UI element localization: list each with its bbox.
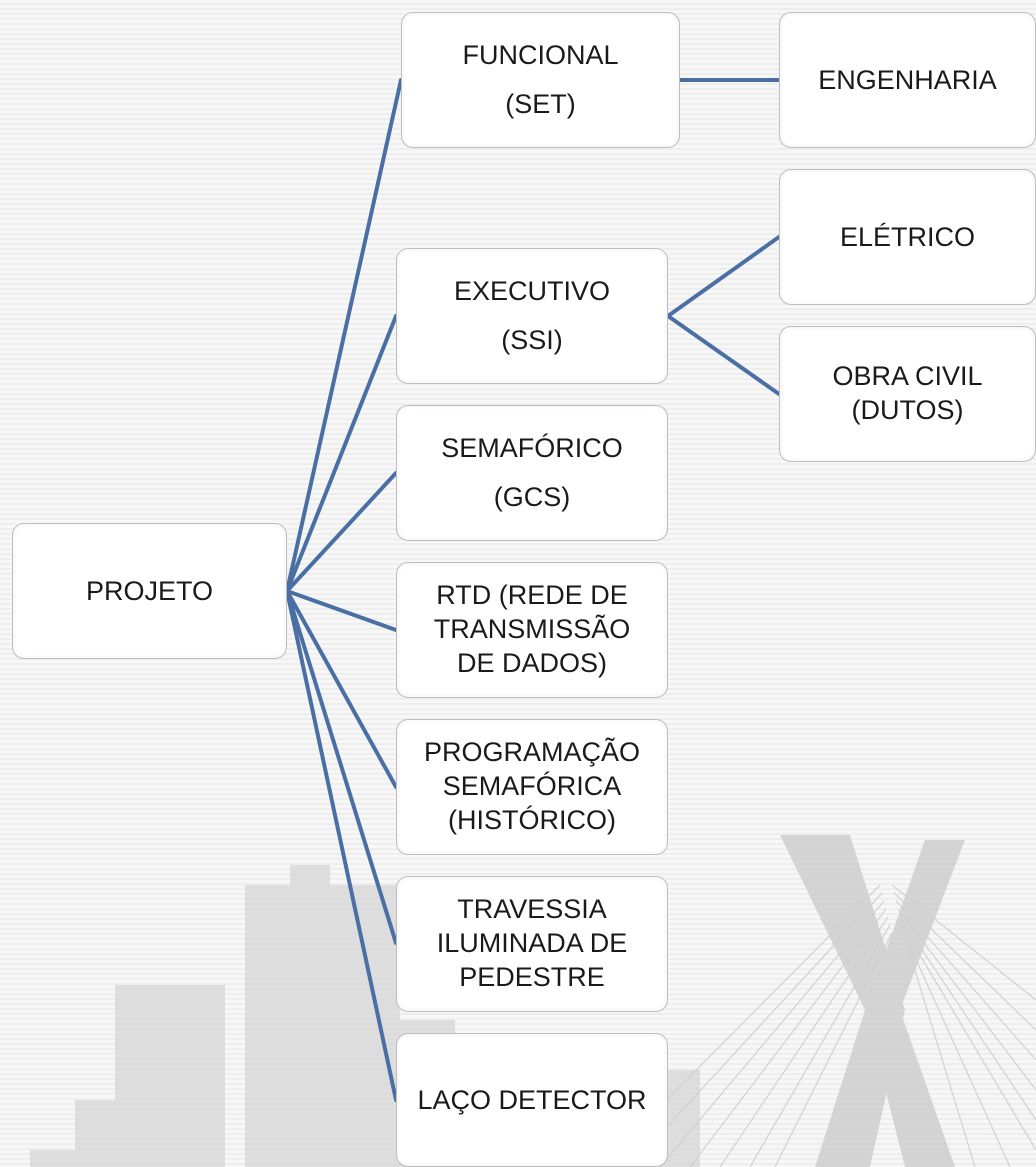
- node-eletrico-label: ELÉTRICO: [839, 221, 976, 252]
- connector-projeto-laco: [285, 589, 398, 1102]
- node-travessia-line-3: PEDESTRE: [459, 961, 605, 992]
- node-semaforico: SEMAFÓRICO (GCS): [396, 405, 668, 541]
- node-executivo-line-2: (SSI): [501, 325, 563, 355]
- node-funcional-line-1: FUNCIONAL: [462, 40, 619, 70]
- node-obra-civil-line-1: OBRA CIVIL: [832, 361, 983, 392]
- connector-executivo-eletrico: [666, 235, 781, 318]
- node-executivo-line-1: EXECUTIVO: [453, 276, 611, 306]
- connector-executivo-obra-civil: [666, 314, 781, 396]
- building: [290, 865, 330, 890]
- building: [115, 985, 225, 1167]
- node-engenharia-label: ENGENHARIA: [818, 64, 997, 95]
- connector-projeto-travessia: [285, 589, 398, 945]
- node-executivo: EXECUTIVO (SSI): [396, 248, 668, 384]
- node-obra-civil-line-2: (DUTOS): [851, 395, 964, 425]
- node-rtd-line-3: DE DADOS): [456, 647, 608, 678]
- node-funcional-line-2: (SET): [505, 89, 576, 119]
- node-obra-civil: OBRA CIVIL (DUTOS): [779, 326, 1036, 462]
- node-laco-detector-label: LAÇO DETECTOR: [417, 1084, 647, 1115]
- node-programacao-line-1: PROGRAMAÇÃO: [423, 737, 641, 768]
- node-programacao-line-2: SEMAFÓRICA: [442, 771, 622, 802]
- node-projeto-label: PROJETO: [85, 575, 214, 606]
- connector-projeto-programacao: [285, 589, 398, 789]
- connector-projeto-rtd: [285, 589, 398, 632]
- connector-projeto-funcional: [285, 78, 403, 593]
- node-projeto: PROJETO: [12, 523, 287, 659]
- node-travessia-line-1: TRAVESSIA: [457, 894, 607, 925]
- bridge-pylon: [780, 835, 965, 1167]
- connector-projeto-executivo: [285, 314, 398, 593]
- node-engenharia: ENGENHARIA: [779, 12, 1036, 148]
- node-funcional: FUNCIONAL (SET): [401, 12, 680, 148]
- node-semaforico-line-1: SEMAFÓRICO: [441, 433, 623, 463]
- node-programacao-line-3: (HISTÓRICO): [448, 804, 616, 835]
- connector-projeto-semaforico: [285, 471, 398, 593]
- node-travessia-line-2: ILUMINADA DE: [436, 928, 628, 959]
- node-laco-detector: LAÇO DETECTOR: [396, 1033, 668, 1167]
- node-eletrico: ELÉTRICO: [779, 169, 1036, 305]
- node-rtd: RTD (REDE DE TRANSMISSÃO DE DADOS): [396, 562, 668, 698]
- node-travessia: TRAVESSIA ILUMINADA DE PEDESTRE: [396, 876, 668, 1012]
- node-semaforico-line-2: (GCS): [493, 482, 571, 512]
- node-rtd-line-2: TRANSMISSÃO: [433, 614, 631, 645]
- node-programacao: PROGRAMAÇÃO SEMAFÓRICA (HISTÓRICO): [396, 719, 668, 855]
- node-rtd-line-1: RTD (REDE DE: [436, 580, 628, 611]
